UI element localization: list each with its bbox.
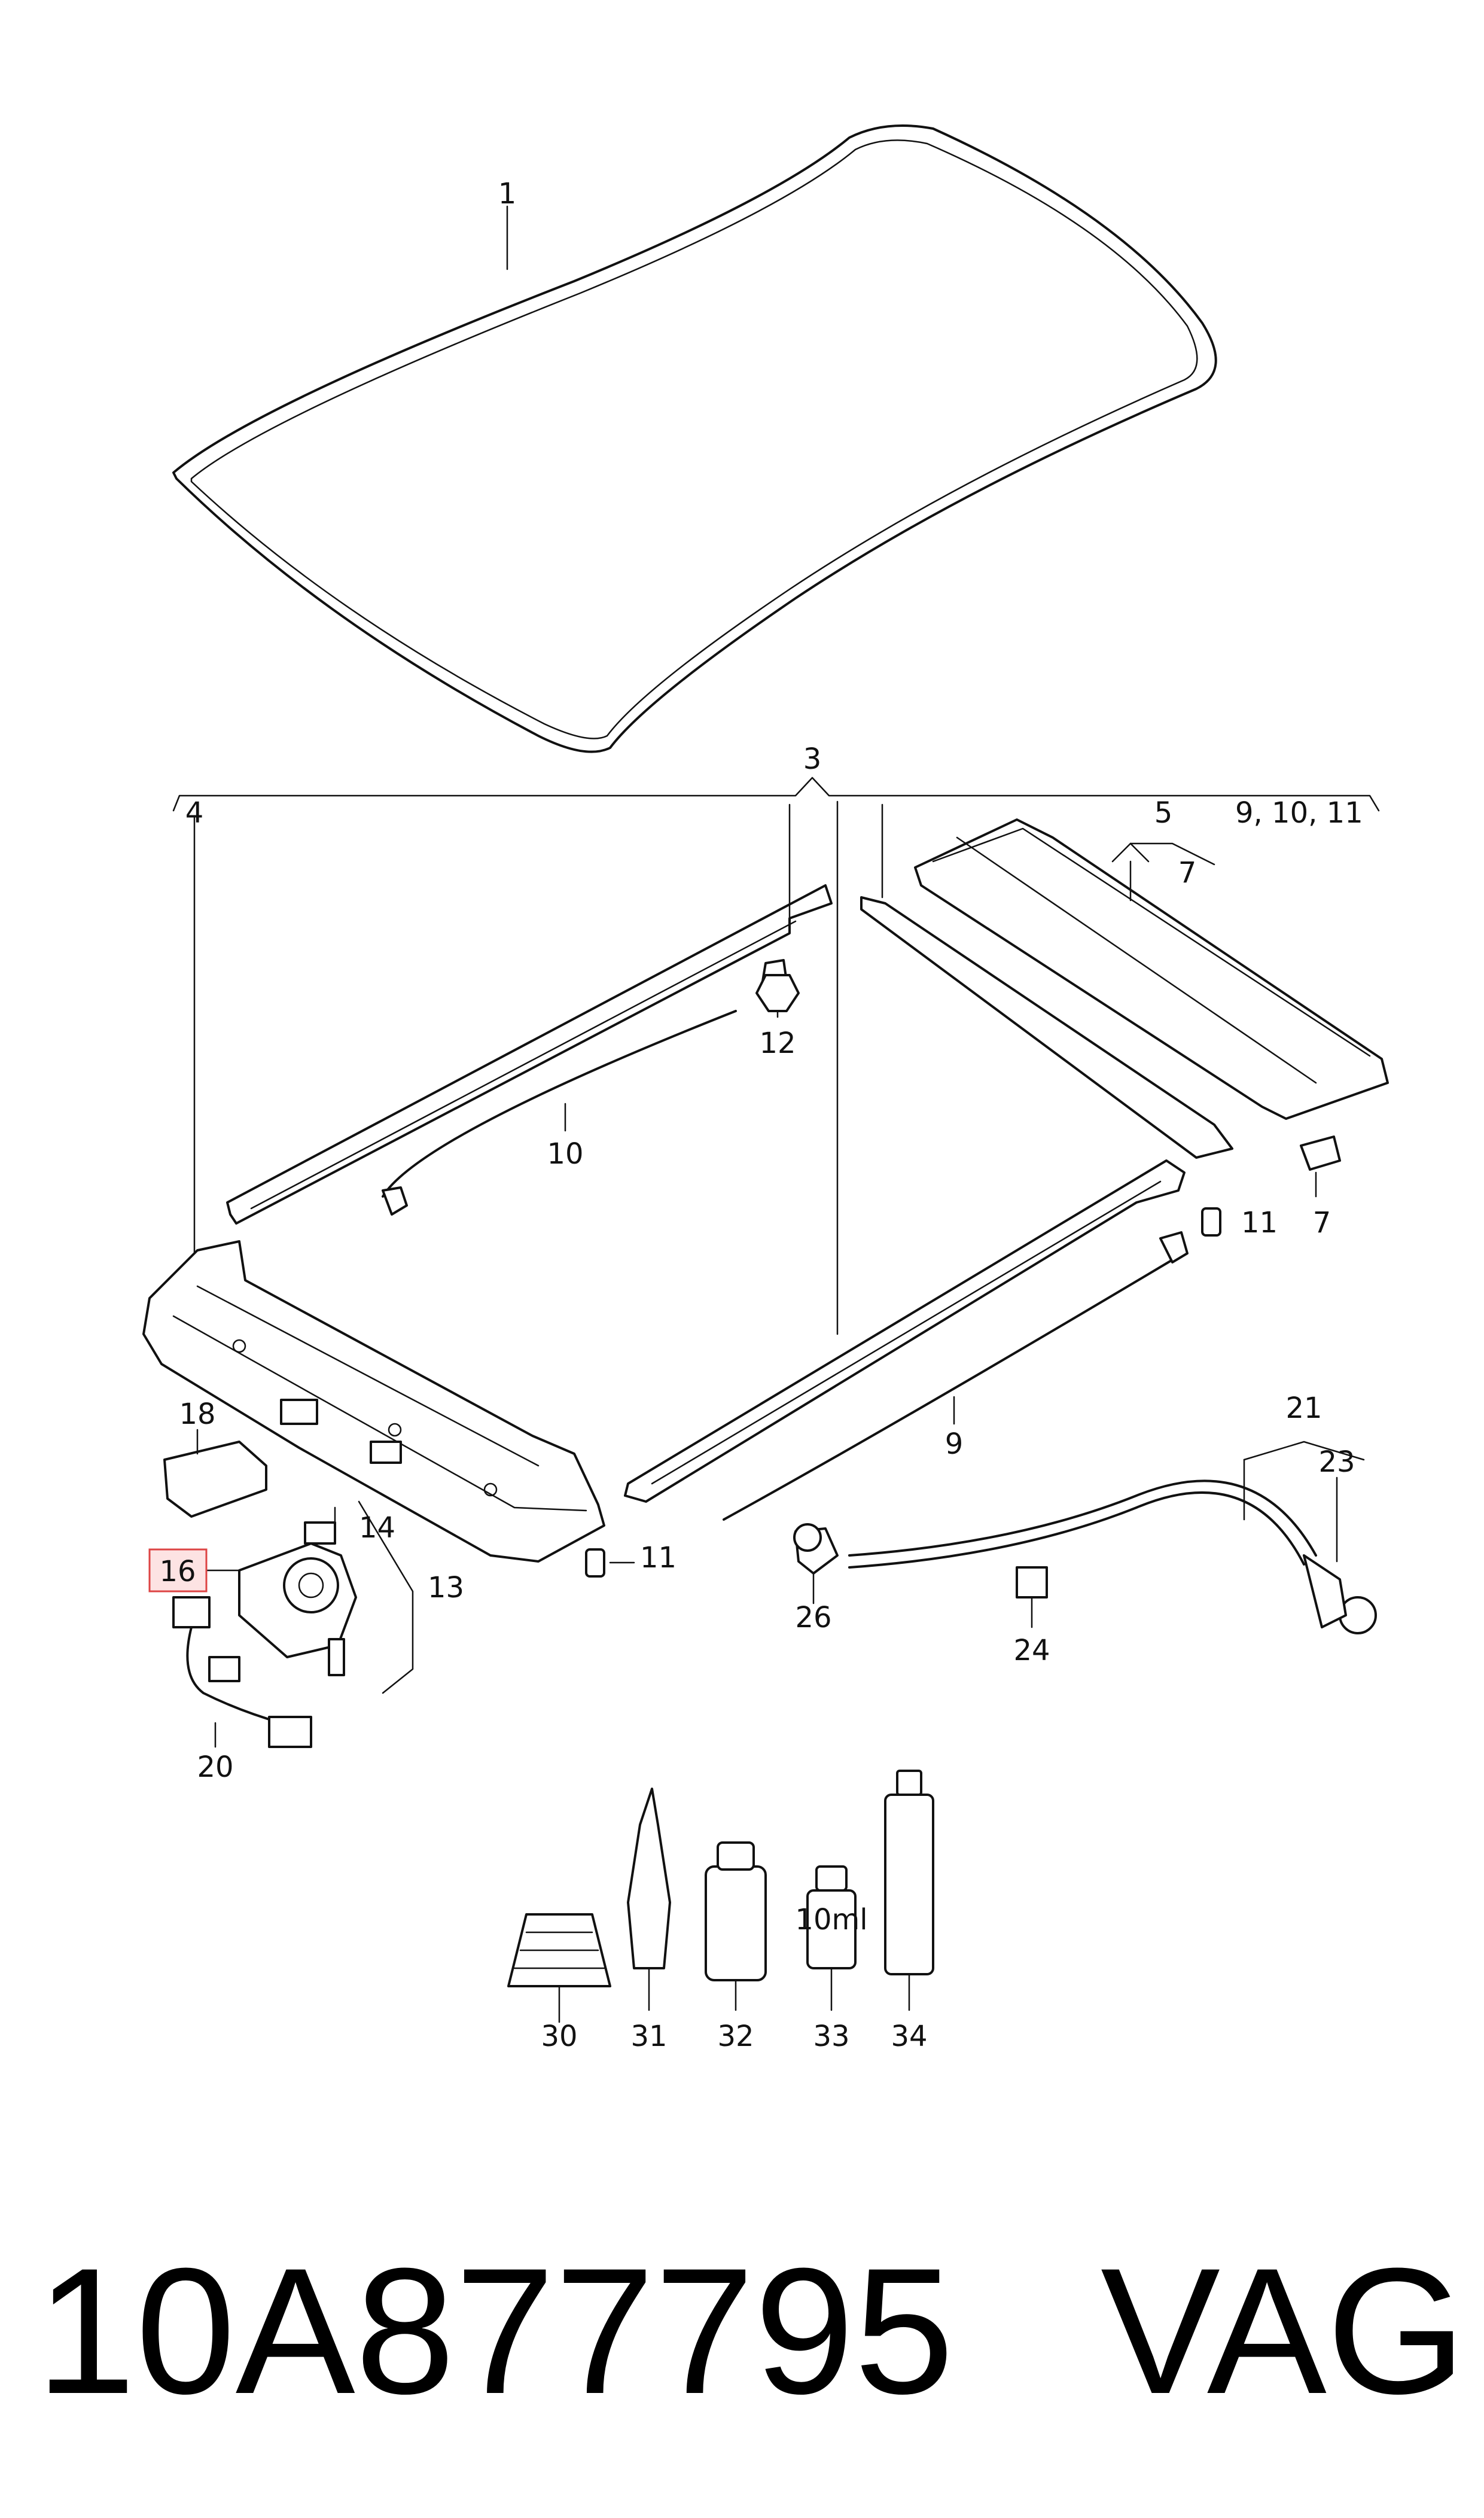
part-31-tube <box>627 1788 671 2011</box>
part-33-bottle: 10ml <box>795 1865 868 2011</box>
right-rail-part <box>624 800 1186 1503</box>
bracket-13 <box>358 1500 414 1694</box>
assembly-bracket-3 <box>172 777 1380 1258</box>
seal-9-part <box>723 1231 1189 1521</box>
label-9-10-11: 9, 10, 11 <box>1235 796 1363 830</box>
label-10: 10 <box>547 1137 583 1171</box>
front-frame-part <box>142 1240 605 1563</box>
label-14: 14 <box>359 1511 395 1545</box>
label-21: 21 <box>1285 1392 1322 1425</box>
glass-panel-part <box>172 124 1217 753</box>
screw-11-left <box>585 1548 635 1578</box>
control-unit-18-part <box>163 1429 267 1518</box>
label-7-bottom: 7 <box>1313 1206 1331 1240</box>
clip-7-part <box>1300 1135 1341 1198</box>
label-24: 24 <box>1013 1634 1050 1667</box>
label-5: 5 <box>1154 796 1173 830</box>
label-34: 34 <box>891 2020 927 2053</box>
label-26: 26 <box>795 1601 831 1634</box>
brand-name: VAG <box>1101 2230 1466 2431</box>
bottle-10ml-label: 10ml <box>795 1903 867 1937</box>
label-33: 33 <box>813 2020 849 2053</box>
part-32-jar <box>705 1841 767 2011</box>
seal-10-part <box>382 1010 737 1216</box>
label-13: 13 <box>428 1571 464 1604</box>
nut-12-part <box>755 974 800 1012</box>
screw-11-right <box>1201 1207 1221 1237</box>
part-16-highlight <box>148 1548 208 1593</box>
drain-cable-part <box>793 1441 1377 1634</box>
part-30-cone <box>507 1913 611 2023</box>
rear-cross-rail-part <box>860 803 1233 1159</box>
label-12: 12 <box>759 1027 796 1060</box>
part-number: 10A877795 <box>36 2230 954 2431</box>
label-30: 30 <box>541 2020 577 2053</box>
label-4: 4 <box>185 796 204 830</box>
motor-16-part <box>205 1506 357 1676</box>
label-11-right: 11 <box>1241 1206 1278 1240</box>
label-11-left: 11 <box>640 1541 677 1575</box>
label-32: 32 <box>717 2020 754 2053</box>
label-3: 3 <box>803 742 822 776</box>
label-1: 1 <box>498 177 517 211</box>
label-18: 18 <box>179 1397 215 1431</box>
part-34-can <box>884 1770 934 2011</box>
label-9: 9 <box>945 1427 964 1461</box>
label-20: 20 <box>197 1750 233 1784</box>
label-23: 23 <box>1318 1445 1355 1479</box>
left-rail-part <box>226 803 833 1225</box>
label-16: 16 <box>159 1555 196 1588</box>
label-7-top: 7 <box>1178 856 1197 890</box>
bracket-5-7 <box>1111 842 1215 866</box>
harness-20-part <box>172 1596 312 1748</box>
label-31: 31 <box>630 2020 667 2053</box>
shade-roller-part <box>914 818 1389 1120</box>
